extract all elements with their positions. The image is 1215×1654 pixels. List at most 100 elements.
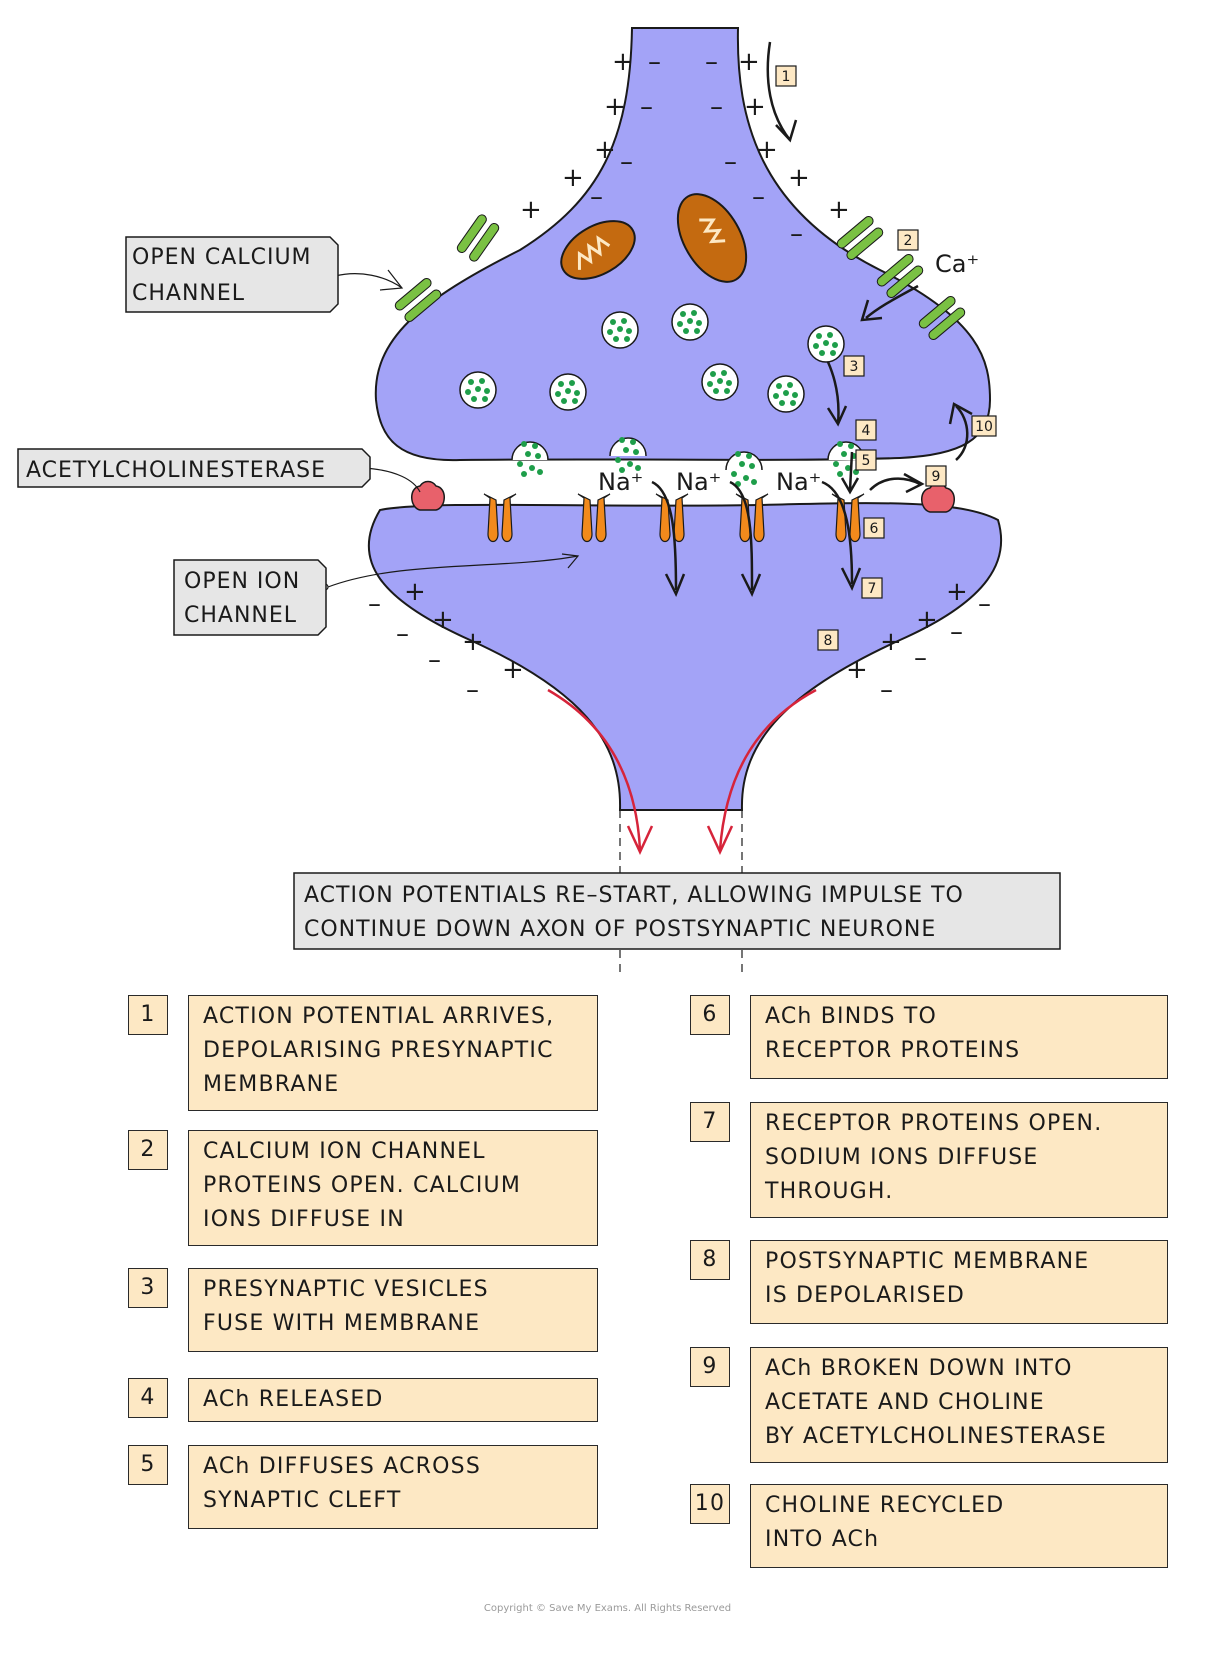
negative-charge: –: [640, 92, 653, 122]
step-marker-1: 1: [775, 65, 797, 87]
svg-text:6: 6: [870, 521, 879, 537]
negative-charge: –: [705, 47, 718, 77]
svg-text:OPEN ION: OPEN ION: [184, 569, 300, 594]
step-number-3: 3: [128, 1268, 168, 1308]
svg-text:ACTION POTENTIALS RE–START,: ACTION POTENTIALS RE–START, ALLOWING IMP…: [304, 883, 964, 908]
vesicle: [549, 373, 587, 411]
svg-text:8: 8: [824, 633, 833, 649]
step-description-3: PRESYNAPTIC VESICLES FUSE WITH MEMBRANE: [188, 1268, 598, 1352]
positive-charge: +: [744, 92, 766, 122]
acetylcholinesterase-enzyme: [921, 482, 955, 513]
positive-charge: +: [738, 47, 760, 77]
positive-charge: +: [846, 655, 868, 685]
vesicle: [807, 325, 845, 363]
receptor-protein: [655, 493, 689, 543]
positive-charge: +: [562, 163, 584, 193]
arrow-10: [955, 405, 969, 461]
calcium-ion-label: Ca⁺: [935, 250, 979, 278]
vesicle: [671, 303, 709, 341]
step-description-7: RECEPTOR PROTEINS OPEN. SODIUM IONS DIFF…: [750, 1102, 1168, 1218]
negative-charge: –: [590, 182, 603, 212]
arrow-5: [848, 451, 854, 491]
mitochondrion: [676, 193, 748, 283]
step-description-2: CALCIUM ION CHANNEL PROTEINS OPEN. CALCI…: [188, 1130, 598, 1246]
step-description-6: ACh BINDS TO RECEPTOR PROTEINS: [750, 995, 1168, 1079]
process-arrows: [651, 41, 973, 598]
negative-charge: –: [396, 619, 409, 649]
negative-charge: –: [466, 675, 479, 705]
positive-charge: +: [756, 135, 778, 165]
positive-charge: +: [520, 195, 542, 225]
negative-charge: –: [790, 219, 803, 249]
calcium-channel-group: [394, 214, 966, 340]
negative-charge: –: [710, 92, 723, 122]
step-marker-4: 4: [855, 419, 877, 441]
negative-charge: –: [752, 182, 765, 212]
svg-text:2: 2: [904, 233, 913, 249]
calcium-channel: [918, 296, 966, 340]
calcium-channel: [456, 214, 500, 262]
receptor-protein: [577, 493, 611, 543]
positive-charge: +: [502, 655, 524, 685]
positive-charge: +: [432, 605, 454, 635]
positive-charge: +: [916, 605, 938, 635]
svg-text:CHANNEL: CHANNEL: [184, 603, 297, 628]
svg-text:9: 9: [932, 469, 941, 485]
label-open-ion-channel: OPEN ION CHANNEL: [173, 559, 327, 636]
negative-charge: –: [620, 147, 633, 177]
label-open-calcium-channel: OPEN CALCIUM CHANNEL: [125, 236, 339, 313]
step-number-5: 5: [128, 1445, 168, 1485]
step-number-4: 4: [128, 1378, 168, 1418]
membrane-charges: +––++––++––++––+++–+–+–+–+–+–+–+–+–: [368, 47, 991, 705]
positive-charge: +: [604, 92, 626, 122]
vesicle: [701, 363, 739, 401]
svg-text:CHANNEL: CHANNEL: [132, 281, 245, 306]
fusing-vesicle: [511, 441, 549, 477]
vesicle: [601, 311, 639, 349]
step-marker-10: 10: [971, 415, 997, 437]
svg-text:ACETYLCHOLINESTERASE: ACETYLCHOLINESTERASE: [26, 458, 326, 483]
step-marker-7: 7: [861, 577, 883, 599]
step-markers: 1 2 3 4 5 6 7 8 9 10: [775, 65, 997, 651]
positive-charge: +: [788, 163, 810, 193]
receptor-group: [483, 493, 865, 543]
step-description-5: ACh DIFFUSES ACROSS SYNAPTIC CLEFT: [188, 1445, 598, 1529]
step-number-8: 8: [690, 1240, 730, 1280]
step-description-10: CHOLINE RECYCLED INTO ACh: [750, 1484, 1168, 1568]
arrow-7b: [729, 480, 754, 591]
calcium-channel: [876, 254, 924, 298]
step-marker-2: 2: [897, 229, 919, 251]
svg-text:7: 7: [868, 581, 877, 597]
step-number-9: 9: [690, 1347, 730, 1387]
negative-charge: –: [880, 675, 893, 705]
svg-text:CONTINUE DOWN AXON OF POST: CONTINUE DOWN AXON OF POSTSYNAPTIC NEURO…: [304, 917, 936, 942]
postsynaptic-neurone: [367, 502, 1003, 811]
step-description-9: ACh BROKEN DOWN INTO ACETATE AND CHOLINE…: [750, 1347, 1168, 1463]
step-number-2: 2: [128, 1130, 168, 1170]
step-marker-9: 9: [925, 465, 947, 487]
arrow-9: [869, 477, 921, 491]
vesicle: [459, 371, 497, 409]
negative-charge: –: [648, 47, 661, 77]
negative-charge: –: [914, 643, 927, 673]
fusing-vesicle: [609, 437, 647, 473]
step-marker-3: 3: [843, 355, 865, 377]
positive-charge: +: [946, 577, 968, 607]
positive-charge: +: [594, 135, 616, 165]
svg-text:OPEN CALCIUM: OPEN CALCIUM: [132, 245, 312, 270]
step-number-7: 7: [690, 1102, 730, 1142]
step-description-8: POSTSYNAPTIC MEMBRANE IS DEPOLARISED: [750, 1240, 1168, 1324]
svg-text:10: 10: [975, 419, 993, 435]
step-description-4: ACh RELEASED: [188, 1378, 598, 1422]
svg-text:5: 5: [862, 453, 871, 469]
synapse-diagram: +––++––++––++––+++–+–+–+–+–+–+–+–+– Ca⁺ …: [17, 27, 1061, 975]
positive-charge: +: [880, 627, 902, 657]
negative-charge: –: [428, 645, 441, 675]
arrow-3: [826, 361, 840, 425]
positive-charge: +: [612, 47, 634, 77]
copyright-notice: Copyright © Save My Exams. All Rights Re…: [483, 1603, 732, 1614]
label-action-potentials-restart: ACTION POTENTIALS RE–START, ALLOWING IMP…: [293, 872, 1061, 950]
step-description-1: ACTION POTENTIAL ARRIVES, DEPOLARISING P…: [188, 995, 598, 1111]
positive-charge: +: [404, 577, 426, 607]
negative-charge: –: [368, 589, 381, 619]
